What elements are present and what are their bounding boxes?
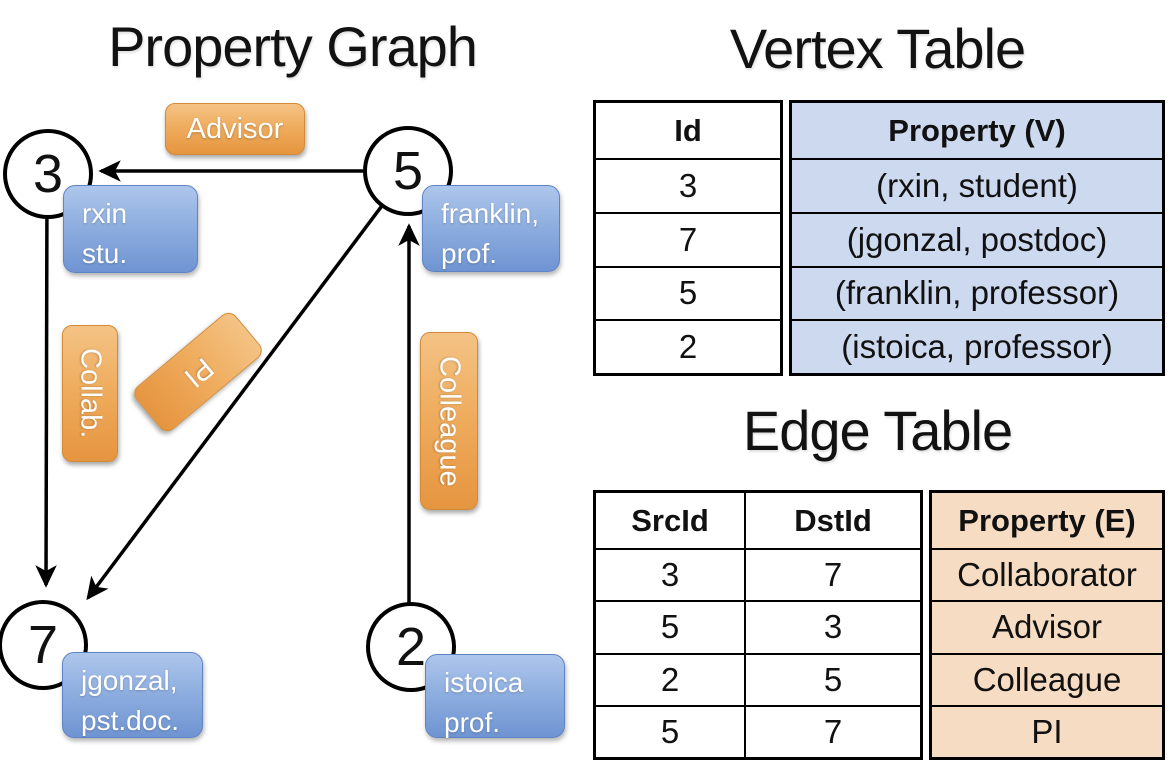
node-7-property-line2: pst.doc. <box>81 704 180 736</box>
edge-table-property-cell: Colleague <box>932 652 1162 705</box>
edge-table-property-cell: Collaborator <box>932 548 1162 600</box>
edge-pi-5-to-7 <box>86 169 410 601</box>
node-2-id: 2 <box>395 617 427 677</box>
node-3-id: 3 <box>32 144 64 204</box>
vertex-table-property-column: Property (V) (rxin, student) (jgonzal, p… <box>789 100 1165 376</box>
edge-label-colleague: Colleague <box>420 332 478 510</box>
edge-collaborator-3-to-7 <box>35 179 57 588</box>
edge-table-dstid-cell: 3 <box>746 600 920 652</box>
edge-table-dstid-cell: 7 <box>746 548 920 600</box>
node-2-property-line1: istoica <box>444 667 524 698</box>
vertex-table-property-cell: (franklin, professor) <box>792 265 1162 320</box>
graph-node-5: 5 <box>363 126 453 216</box>
vertex-table-id-cell: 5 <box>596 265 780 320</box>
vertex-table-property-cell: (jgonzal, postdoc) <box>792 211 1162 266</box>
vertex-table-header-id: Id <box>674 112 702 148</box>
node-2-property-line2: prof. <box>444 706 501 738</box>
vertex-table-id-cell: 7 <box>596 211 780 266</box>
edge-table-srcid-column: SrcId 3 5 2 5 <box>596 493 746 757</box>
node-3-property-box: rxin stu. <box>63 185 198 273</box>
edge-table-srcid-cell: 3 <box>596 548 744 600</box>
node-7-property-line1: jgonzal, <box>81 665 178 696</box>
edge-label-collaborator: Collab. <box>62 325 118 462</box>
edge-table-id-columns: SrcId 3 5 2 5 DstId 7 3 5 7 <box>593 490 923 760</box>
edge-table-title: Edge Table <box>742 399 1013 462</box>
edge-table-property-cell: PI <box>932 704 1162 757</box>
edge-table-srcid-cell: 5 <box>596 704 744 757</box>
vertex-table-title: Vertex Table <box>729 17 1026 80</box>
graph-edges-layer <box>35 160 420 646</box>
edge-table-header-dstid: DstId <box>794 502 872 538</box>
vertex-table-id-column: Id 3 7 5 2 <box>593 100 783 376</box>
property-graph-title: Property Graph <box>108 15 478 78</box>
edge-table-header-srcid: SrcId <box>631 502 709 538</box>
node-3-property-line1: rxin <box>82 198 128 229</box>
node-7-id: 7 <box>27 615 59 675</box>
edge-table-dstid-cell: 7 <box>746 704 920 757</box>
edge-table-property-cell: Advisor <box>932 600 1162 652</box>
node-5-property-box: franklin, prof. <box>422 185 560 272</box>
edge-table-header-property: Property (E) <box>958 502 1136 538</box>
edge-table-srcid-cell: 5 <box>596 600 744 652</box>
graph-node-2: 2 <box>366 602 456 692</box>
node-5-property-line2: prof. <box>441 237 498 269</box>
edge-table-dstid-cell: 5 <box>746 652 920 705</box>
node-5-property-line1: franklin, <box>441 198 540 229</box>
node-7-property-box: jgonzal, pst.doc. <box>62 652 203 738</box>
vertex-table-property-cell: (rxin, student) <box>792 158 1162 212</box>
edge-label-advisor: Advisor <box>165 103 305 155</box>
edge-table-property-column: Property (E) Collaborator Advisor Collea… <box>929 490 1165 760</box>
node-3-property-line2: stu. <box>82 237 128 269</box>
vertex-table-id-cell: 2 <box>596 319 780 373</box>
vertex-table-id-cell: 3 <box>596 158 780 212</box>
node-2-property-box: istoica prof. <box>425 654 565 738</box>
edge-table-srcid-cell: 2 <box>596 652 744 705</box>
edge-table-dstid-column: DstId 7 3 5 7 <box>746 493 920 757</box>
node-5-id: 5 <box>392 141 424 201</box>
vertex-table-property-cell: (istoica, professor) <box>792 319 1162 373</box>
vertex-table-header-property: Property (V) <box>888 112 1066 148</box>
